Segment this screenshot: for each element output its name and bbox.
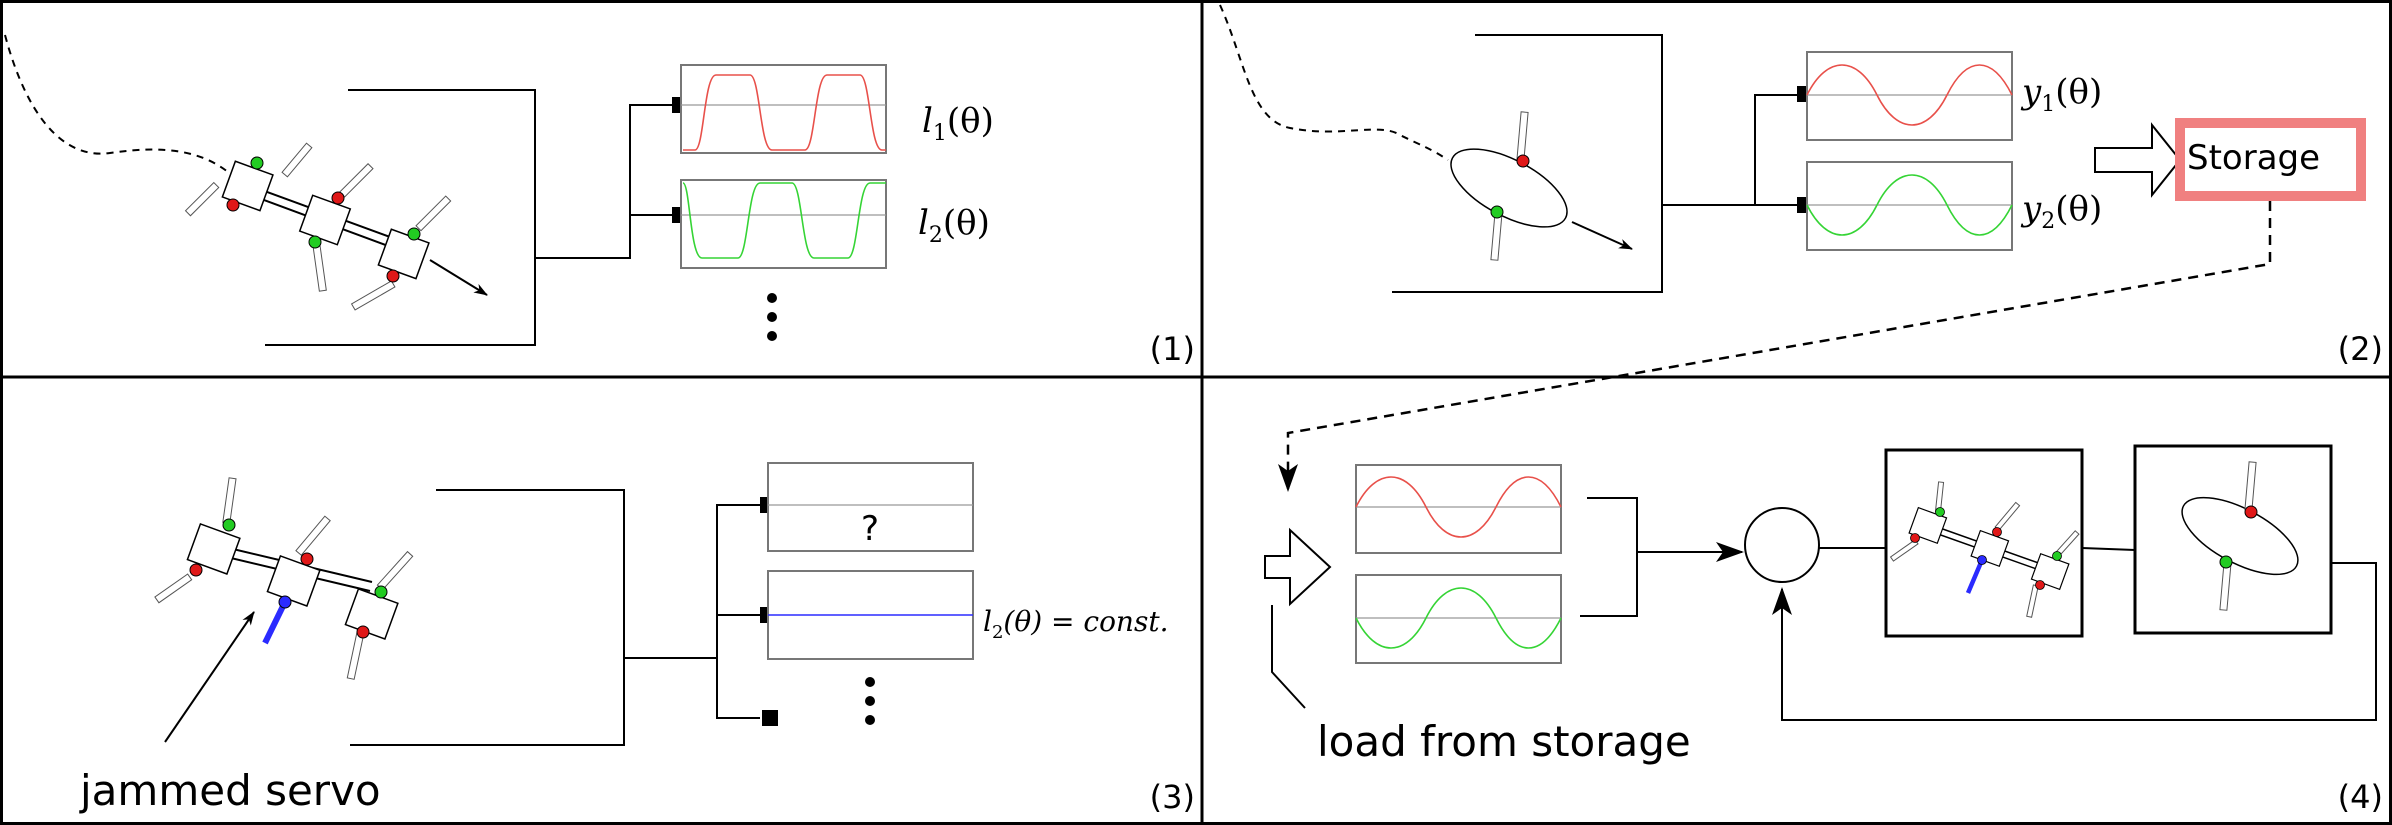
summing-node bbox=[1744, 507, 1820, 583]
panel-3: jammed servo ? l2(θ) = const. bbox=[79, 462, 1168, 815]
panel-1: l1(θ) l2(θ) bbox=[4, 34, 994, 346]
tether-dashed bbox=[1219, 4, 1449, 161]
bracket bbox=[1392, 34, 1663, 293]
snake-robot bbox=[184, 142, 488, 311]
panel-number-2: (2) bbox=[2338, 330, 2383, 368]
const-label: l2(θ) = const. bbox=[983, 605, 1168, 643]
storage-box bbox=[2175, 118, 2366, 201]
load-pointer bbox=[1271, 605, 1306, 709]
sine-wave-red bbox=[1806, 64, 2013, 126]
load-from-storage-label: load from storage bbox=[1317, 717, 1691, 766]
more-dots bbox=[767, 293, 777, 341]
label-y1: y1(θ) bbox=[2020, 72, 2102, 117]
signal-box-unknown bbox=[767, 462, 974, 552]
port-3 bbox=[762, 710, 778, 726]
single-module-mini bbox=[2181, 461, 2299, 611]
square-wave-green bbox=[682, 182, 886, 259]
jammed-pointer-arrow bbox=[164, 611, 255, 743]
label-l2: l2(θ) bbox=[918, 203, 990, 248]
signal-box-green bbox=[680, 179, 887, 269]
hollow-arrow bbox=[2094, 122, 2182, 198]
panel-number-4: (4) bbox=[2338, 778, 2383, 816]
panel-2: y1(θ) y2(θ) Storage bbox=[1219, 4, 2366, 492]
tether-dashed bbox=[4, 34, 236, 179]
square-wave-red bbox=[683, 74, 886, 151]
signal-box-red bbox=[680, 64, 887, 154]
jammed-servo-label: jammed servo bbox=[79, 766, 381, 815]
connector bbox=[535, 104, 672, 259]
panel-number-1: (1) bbox=[1150, 330, 1195, 368]
single-module-robot bbox=[1450, 111, 1633, 261]
bracket bbox=[350, 489, 625, 746]
snake-robot-mini bbox=[1889, 481, 2080, 618]
connector bbox=[1662, 94, 1800, 206]
storage-label: Storage bbox=[2187, 138, 2320, 178]
sine-wave-green bbox=[1806, 174, 2013, 236]
sine-wave-red bbox=[1355, 476, 1562, 538]
storage-link-dashed bbox=[1278, 201, 2272, 492]
feedback-loop bbox=[1772, 562, 2377, 721]
hollow-arrow bbox=[1264, 527, 1332, 607]
panel-number-3: (3) bbox=[1150, 778, 1195, 816]
signal-box-red bbox=[1355, 464, 1562, 554]
sine-wave-green bbox=[1355, 587, 1562, 649]
merge-bracket bbox=[1580, 497, 1638, 617]
snake-robot-jammed bbox=[154, 477, 414, 680]
bracket bbox=[265, 89, 536, 346]
label-l1: l1(θ) bbox=[922, 101, 994, 146]
panel-4: load from storage bbox=[1264, 444, 2377, 766]
label-y2: y2(θ) bbox=[2020, 189, 2102, 234]
more-dots bbox=[865, 677, 875, 725]
unknown-mark: ? bbox=[861, 509, 879, 549]
